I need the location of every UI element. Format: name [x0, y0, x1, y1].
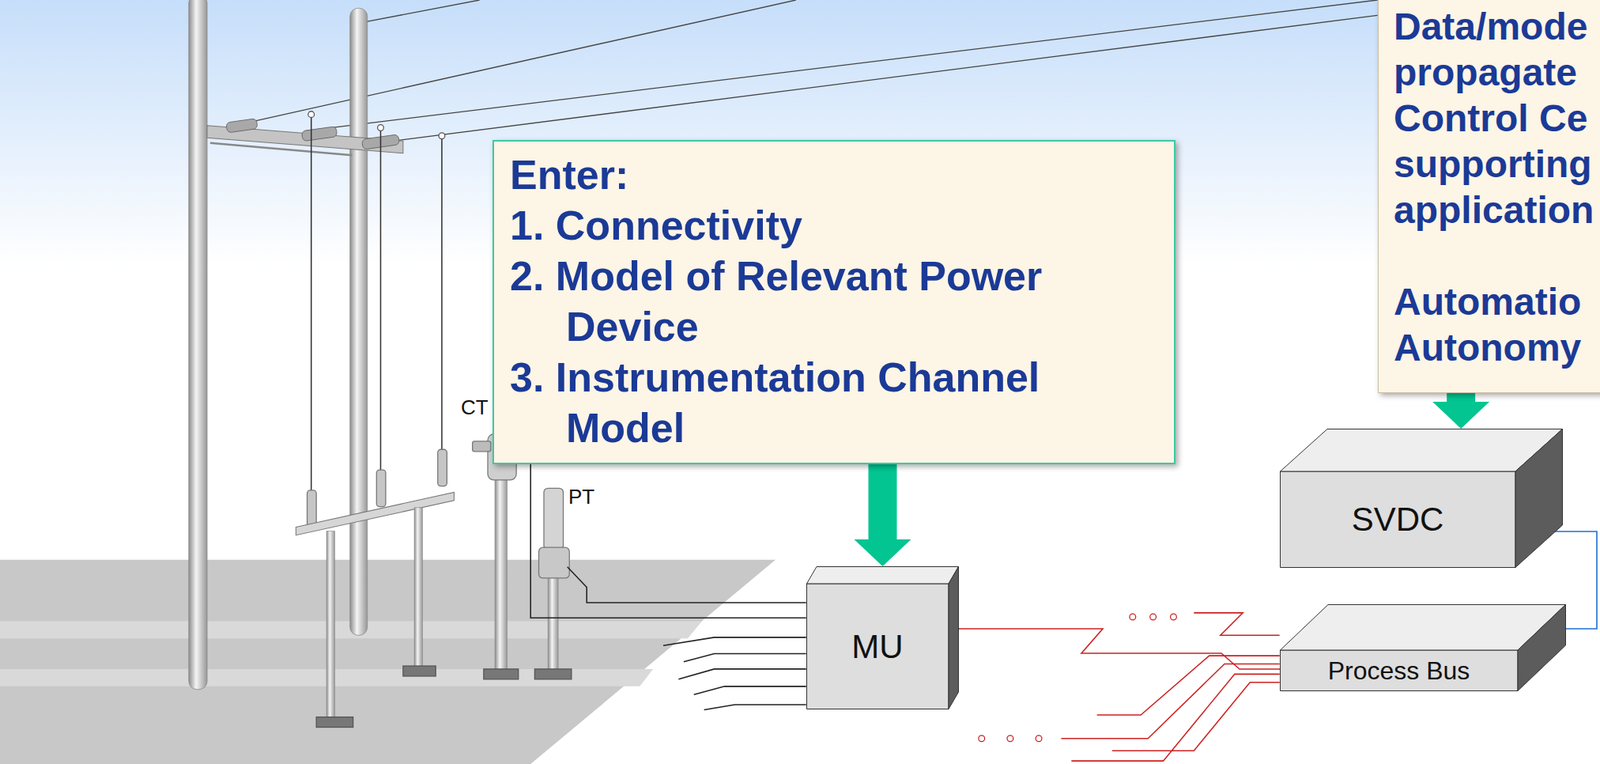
callout-text: Enter:: [509, 149, 1159, 200]
box-side-face: [1515, 429, 1563, 568]
drop-wire: [311, 114, 442, 493]
box-top-face: [1280, 429, 1563, 472]
ct-post: [494, 475, 507, 672]
wire-clamp: [377, 124, 385, 132]
pt-post: [547, 571, 559, 671]
flow-arrow: [854, 464, 912, 567]
switch-insulator: [437, 449, 448, 486]
pt-base: [539, 547, 570, 578]
ct-bushing: [472, 441, 491, 452]
insulator: [301, 126, 337, 142]
switch-insulator: [376, 469, 386, 506]
wire-clamp: [308, 111, 315, 118]
post-base: [483, 668, 519, 680]
post-base: [534, 668, 571, 680]
callout-text: 3. Instrumentation Channel Model: [509, 351, 1159, 453]
connector-group: [854, 464, 912, 567]
box-side-face: [1517, 604, 1567, 691]
utility-pole: [350, 7, 368, 635]
continuation-dot: [1129, 613, 1136, 620]
post-base: [403, 665, 436, 676]
post-base: [316, 716, 353, 728]
wire-clamp: [438, 132, 446, 140]
box-top-face: [1280, 604, 1567, 651]
process-bus-wire: [1060, 612, 1280, 761]
continuation-dot: [1035, 735, 1042, 742]
callout-box: Data/mode propagate Control Ce supportin…: [1377, 0, 1600, 393]
process-bus-box: Process Bus: [1279, 603, 1567, 691]
callout-text: Automatio Autonomy: [1393, 279, 1594, 371]
pt-body: [543, 487, 564, 549]
continuation-dot: [1170, 613, 1178, 620]
continuation-dot: [978, 735, 985, 742]
merging-unit-box: MU: [806, 566, 959, 710]
box-front-face: [807, 583, 950, 710]
callout-box: Enter:1. Connectivity2. Model of Relevan…: [492, 139, 1176, 465]
box-3d-shape: [1279, 428, 1563, 568]
box-label: SVDC: [1279, 471, 1516, 568]
disconnect-switch-bar: [295, 491, 454, 535]
component-label: PT: [568, 484, 595, 510]
sky: [0, 0, 1600, 266]
box-front-face: [1280, 649, 1519, 691]
box-label: MU: [806, 583, 949, 710]
utility-pole: [188, 0, 208, 690]
component-label: CT: [460, 395, 489, 420]
flow-arrow: [1432, 392, 1490, 429]
svdc-box: SVDC: [1279, 428, 1563, 568]
switch-post: [326, 531, 335, 721]
box-side-face: [948, 566, 959, 710]
switch-post: [414, 507, 423, 669]
instrument-wire: [530, 461, 807, 710]
continuation-dot: [1007, 735, 1014, 742]
box-front-face: [1280, 471, 1517, 568]
callout-text: Data/mode propagate Control Ce supportin…: [1393, 3, 1594, 234]
signal-wire: [958, 628, 1280, 669]
connector-group: [958, 628, 1280, 669]
continuation-dot: [1150, 613, 1157, 620]
switch-insulator: [307, 490, 317, 527]
box-top-face: [807, 566, 959, 585]
overhead-wire: [229, 0, 1378, 144]
crossarm-brace: [210, 143, 352, 155]
callout-text: 2. Model of Relevant Power Device: [509, 250, 1159, 352]
connector-group: [1432, 392, 1490, 429]
insulator: [226, 118, 258, 133]
callout-text: 1. Connectivity: [509, 200, 1159, 251]
ground: [0, 559, 776, 764]
box-label: Process Bus: [1279, 649, 1518, 691]
